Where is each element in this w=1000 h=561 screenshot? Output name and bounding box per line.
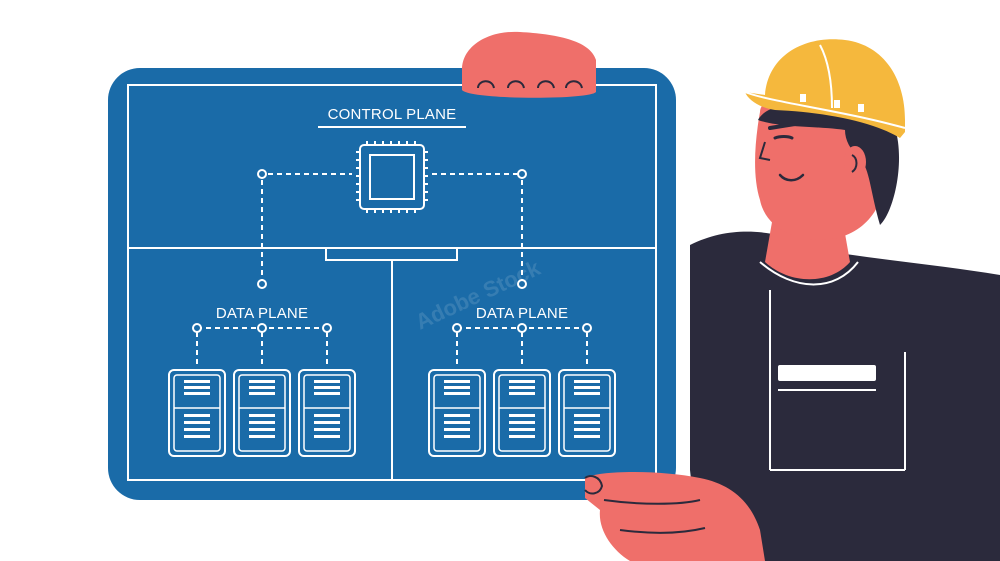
hard-hat: [745, 39, 905, 139]
engineer-figure: [690, 39, 1000, 561]
server-rack-icon: [168, 323, 226, 457]
bottom-hand: [585, 472, 765, 561]
engineer-shirt: [690, 231, 1000, 561]
engineer-pocket: [778, 365, 876, 381]
control-plane-label: CONTROL PLANE: [328, 106, 457, 123]
data-plane-left-servers: [168, 323, 356, 457]
data-plane-left-label: DATA PLANE: [216, 305, 308, 322]
engineer-hands: [462, 31, 765, 561]
server-rack-icon: [558, 323, 616, 457]
blueprint-board: CONTROL PLANE DATA PLANE DATA PLANE: [108, 68, 676, 500]
cpu-chip-icon: [356, 141, 428, 213]
server-rack-icon: [298, 323, 356, 457]
server-rack-icon: [233, 323, 291, 457]
server-rack-icon: [428, 323, 486, 457]
top-hand: [462, 31, 596, 98]
data-plane-right-label: DATA PLANE: [476, 305, 568, 322]
data-plane-right-servers: [428, 323, 616, 457]
engineer-hair: [758, 101, 900, 225]
server-rack-icon: [493, 323, 551, 457]
